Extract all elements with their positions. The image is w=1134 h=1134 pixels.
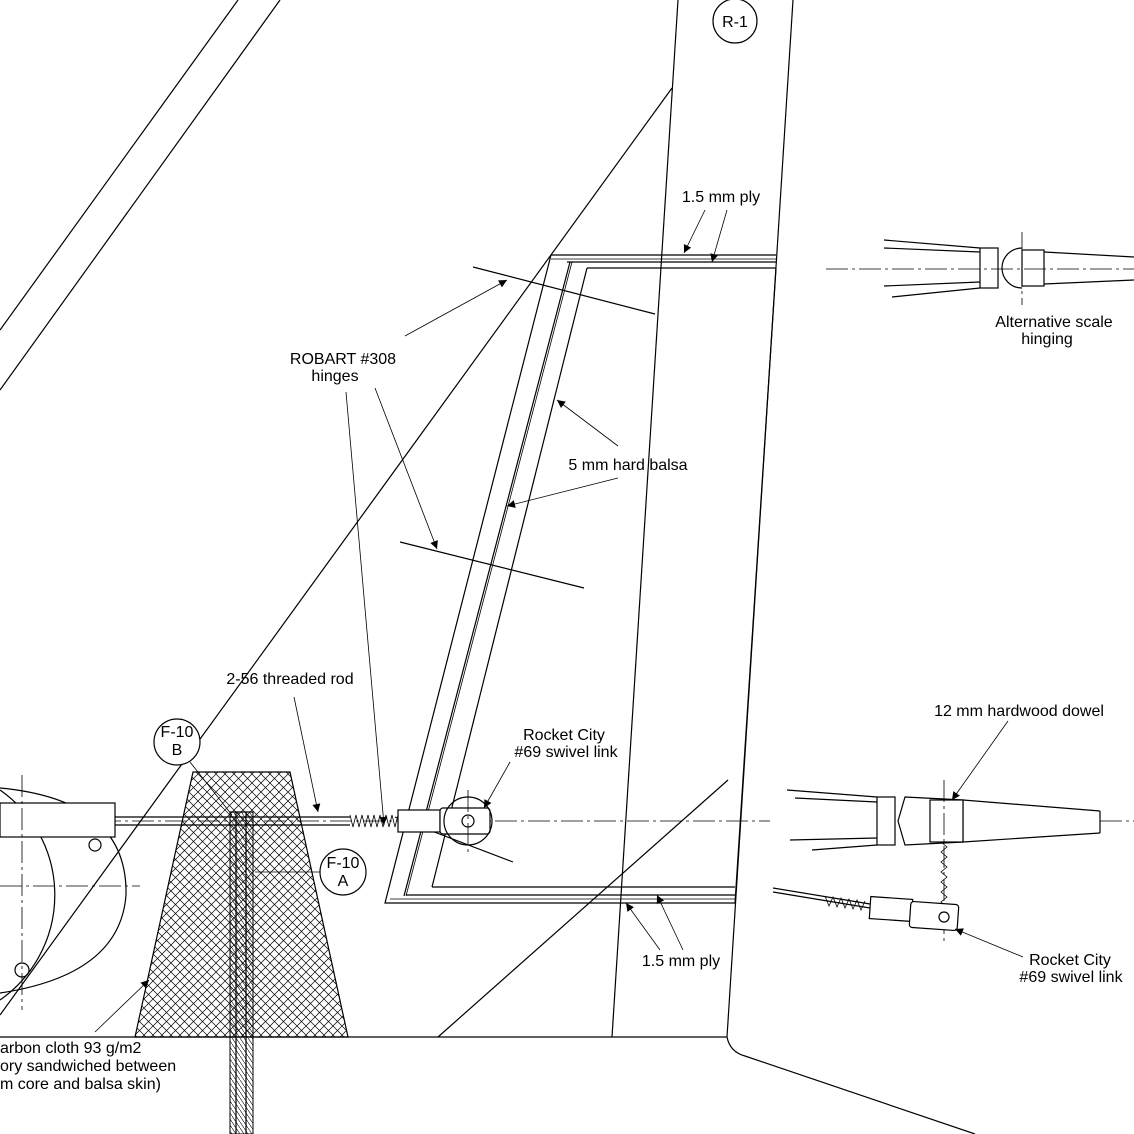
dowel-label: 12 mm hardwood dowel: [934, 703, 1104, 720]
f10b-bubble: F-10 B: [153, 718, 201, 766]
left-former: [0, 775, 240, 1010]
alt-hinging-label-1: Alternative scale: [995, 314, 1112, 331]
r1-label: R-1: [722, 14, 748, 31]
upper-left-diagonals: [0, 0, 281, 391]
swivel-right-label-2: #69 swivel link: [1019, 969, 1123, 986]
leader-lines: [94, 209, 1024, 1033]
carbon-label-1: arbon cloth 93 g/m2: [0, 1040, 142, 1057]
carbon-label-3: m core and balsa skin): [0, 1076, 161, 1093]
swivel-right-label-1: Rocket City: [1029, 952, 1111, 969]
f10a-bubble: F-10 A: [319, 848, 367, 896]
annotations: 1.5 mm ply ROBART #308 hinges 5 mm hard …: [0, 189, 1124, 1093]
dowel-linkage-detail: [772, 780, 1134, 945]
f10a-label-1: F-10: [327, 855, 360, 872]
f10a-label-2: A: [338, 873, 349, 890]
alternative-hinging-detail: Alternative scale hinging: [826, 232, 1134, 348]
alt-hinging-label-2: hinging: [1021, 331, 1073, 348]
carbon-label-2: ory sandwiched between: [0, 1058, 176, 1075]
f10-former: [134, 771, 349, 1134]
f10b-label-1: F-10: [161, 724, 194, 741]
f10b-label-2: B: [172, 742, 183, 759]
pushrod-assembly: [240, 790, 493, 855]
fin-post: [0, 0, 976, 1134]
swivel-left-label-1: Rocket City: [523, 727, 605, 744]
threaded-rod-label: 2-56 threaded rod: [226, 671, 353, 688]
swivel-left-label-2: #69 swivel link: [514, 744, 618, 761]
balsa-label: 5 mm hard balsa: [568, 457, 687, 474]
ply-bottom-label: 1.5 mm ply: [642, 953, 720, 970]
ply-top-label: 1.5 mm ply: [682, 189, 760, 206]
robart-label-1: ROBART #308: [290, 351, 396, 368]
robart-label-2: hinges: [311, 368, 358, 385]
r1-reference-bubble: R-1: [712, 0, 758, 44]
fuselage-diagonal: [0, 87, 729, 1038]
rudder-frame: [384, 254, 777, 904]
